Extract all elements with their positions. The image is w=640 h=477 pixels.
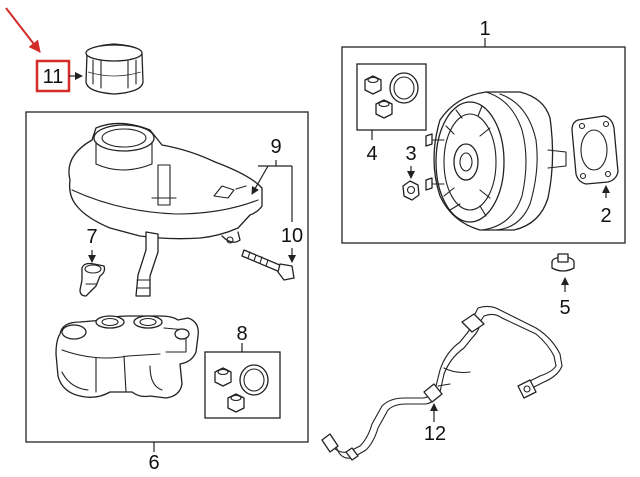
booster-nut xyxy=(402,180,420,201)
booster-stud xyxy=(551,253,575,272)
booster-frame xyxy=(341,46,626,244)
red-highlight-arrow xyxy=(5,7,41,53)
seal-kit-frame-4 xyxy=(356,63,427,131)
callout-11-group: 11 xyxy=(5,7,83,93)
reservoir-cap xyxy=(85,43,144,95)
master-cylinder xyxy=(55,315,199,399)
callout-4: 4 xyxy=(366,143,377,165)
callout-1: 1 xyxy=(479,18,490,40)
reservoir-bolt xyxy=(241,249,295,281)
callout-5: 5 xyxy=(559,297,570,319)
callout-3: 3 xyxy=(405,143,416,165)
callout-8: 8 xyxy=(236,323,247,345)
callout-2: 2 xyxy=(600,205,611,227)
vacuum-hose xyxy=(321,305,563,461)
brake-fluid-reservoir xyxy=(68,122,263,297)
callout-6: 6 xyxy=(148,452,159,472)
booster-gasket xyxy=(571,115,619,185)
reservoir-grommet xyxy=(79,262,106,297)
brake-booster xyxy=(425,91,567,231)
seal-kit-4 xyxy=(364,72,419,119)
callout-12: 12 xyxy=(424,423,446,445)
seal-kit-8 xyxy=(214,364,269,413)
leader-9 xyxy=(258,160,293,222)
master-cylinder-frame xyxy=(25,111,309,443)
callout-9: 9 xyxy=(270,136,281,158)
callout-11: 11 xyxy=(43,66,64,88)
leader-9-arrow xyxy=(251,165,269,195)
callout-7: 7 xyxy=(86,226,97,248)
callout-10: 10 xyxy=(281,225,303,247)
